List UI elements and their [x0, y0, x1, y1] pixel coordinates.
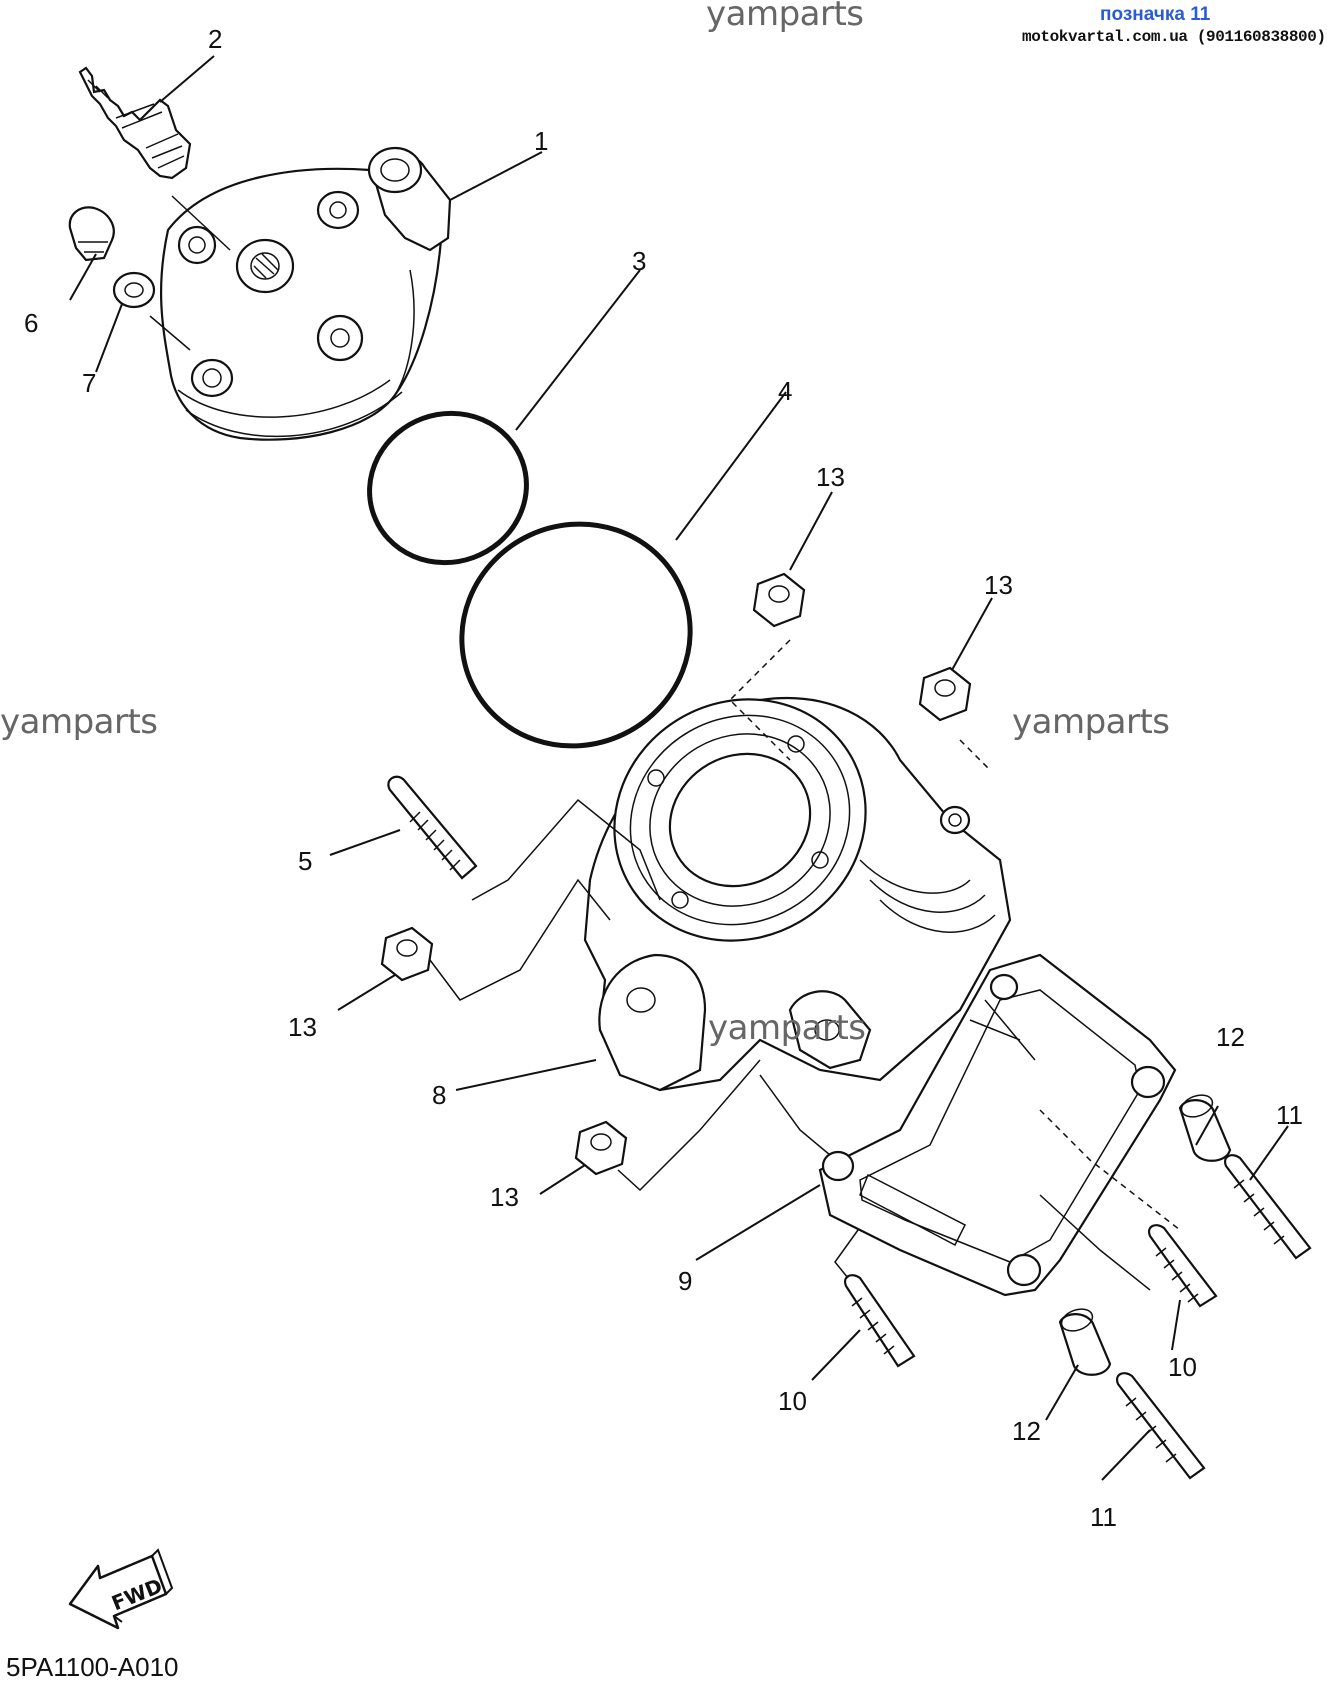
fwd-arrow-icon: FWD [68, 1548, 174, 1630]
o-ring-large [459, 521, 693, 749]
callout-9: 9 [678, 1266, 692, 1296]
stud-bolt-10a [844, 1274, 916, 1368]
leader-lines [69, 55, 1289, 1481]
callout-6: 6 [24, 308, 38, 338]
watermark-right: yamparts [1012, 702, 1170, 742]
callout-10b: 10 [1168, 1352, 1197, 1382]
nut-13a [752, 572, 806, 628]
header-site-info: motokvartal.com.ua (901160838800) [1022, 28, 1326, 46]
stud-bolt-10b [1148, 1224, 1218, 1308]
callout-13a: 13 [816, 462, 845, 492]
callout-4: 4 [778, 376, 792, 406]
dowel-pin-12b [1058, 1308, 1112, 1376]
o-ring-small [367, 410, 529, 566]
callout-5: 5 [298, 846, 312, 876]
callout-13b: 13 [984, 570, 1013, 600]
callout-10a: 10 [778, 1386, 807, 1416]
nut-13c [380, 926, 434, 982]
nut-13b [918, 666, 972, 722]
callout-12b: 12 [1012, 1416, 1041, 1446]
callout-12a: 12 [1216, 1022, 1245, 1052]
nut-13d [574, 1120, 628, 1176]
callout-11b: 11 [1090, 1502, 1117, 1532]
spark-plug [78, 66, 192, 180]
callout-7: 7 [82, 368, 96, 398]
cylinder-head [159, 146, 452, 441]
dowel-pin-12a [1178, 1094, 1232, 1162]
header-link[interactable]: позначка 11 [1100, 4, 1211, 25]
callout-13d: 13 [490, 1182, 519, 1212]
watermark-center: yamparts [708, 1008, 866, 1048]
diagram-code: 5PA1100-A010 [6, 1652, 179, 1682]
washer [112, 271, 156, 309]
callout-1: 1 [534, 126, 548, 156]
stud-bolt-11b [1116, 1372, 1206, 1480]
watermark-top: yamparts [706, 0, 864, 34]
base-gasket [818, 953, 1177, 1297]
cylinder [583, 696, 1012, 1092]
assembly-lines [149, 195, 1181, 1291]
callout-3: 3 [632, 246, 646, 276]
stud-bolt-11a [1224, 1154, 1312, 1260]
cap-nut [68, 206, 115, 262]
callout-11a: 11 [1276, 1100, 1303, 1130]
callout-8: 8 [432, 1080, 446, 1110]
callout-13c: 13 [288, 1012, 317, 1042]
stud-bolt-5 [387, 775, 478, 880]
watermark-left: yamparts [0, 702, 158, 742]
callout-2: 2 [208, 24, 222, 54]
